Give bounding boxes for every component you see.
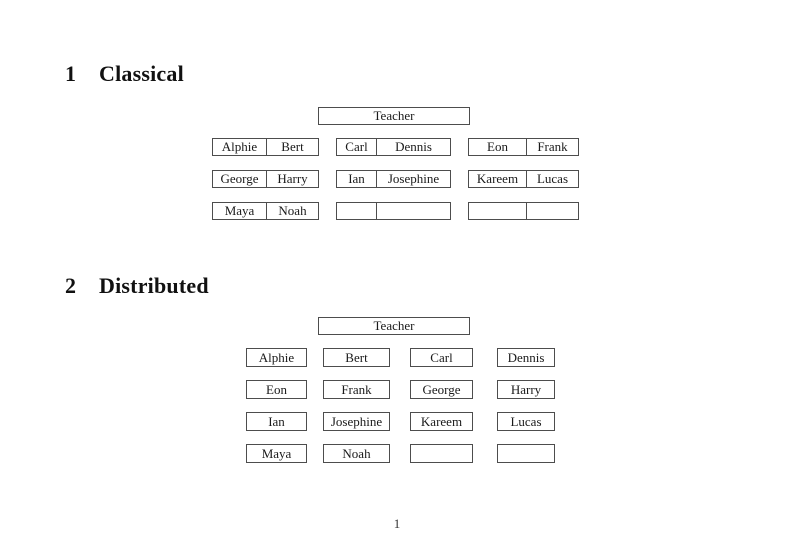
- teacher-label: Teacher: [373, 108, 415, 123]
- student-box-empty: [497, 444, 555, 463]
- desk-seat: George: [220, 171, 259, 186]
- student-box: Eon: [246, 380, 307, 399]
- teacher-box: Teacher: [318, 107, 470, 125]
- desk-seat: Maya: [224, 203, 255, 218]
- desk-seat: Bert: [266, 139, 318, 155]
- desk-seat: Harry: [266, 171, 318, 187]
- desk: Eon Frank: [468, 138, 579, 156]
- student-box: Dennis: [497, 348, 555, 367]
- student-box-empty: [410, 444, 473, 463]
- desk-seat-empty: [376, 203, 450, 219]
- student-box: Carl: [410, 348, 473, 367]
- page-number: 1: [393, 516, 401, 531]
- student-box: Bert: [323, 348, 390, 367]
- section-number: 1: [65, 61, 77, 86]
- desk-seat: Frank: [526, 139, 578, 155]
- desk-seat: Eon: [487, 139, 508, 154]
- student-box: Lucas: [497, 412, 555, 431]
- desk-seat-empty: [469, 203, 526, 219]
- desk: Ian Josephine: [336, 170, 451, 188]
- desk-seat: Alphie: [221, 139, 258, 154]
- desk-seat: Kareem: [476, 171, 519, 186]
- desk: [336, 202, 451, 220]
- desk-seat-empty: [526, 203, 578, 219]
- student-box: Ian: [246, 412, 307, 431]
- student-box: Frank: [323, 380, 390, 399]
- desk: Kareem Lucas: [468, 170, 579, 188]
- desk-seat: Josephine: [376, 171, 450, 187]
- desk-seat: Ian: [348, 171, 365, 186]
- desk: Carl Dennis: [336, 138, 451, 156]
- desk: George Harry: [212, 170, 319, 188]
- student-box: Noah: [323, 444, 390, 463]
- section-heading-distributed: 2 Distributed: [65, 275, 209, 297]
- section-number: 2: [65, 273, 77, 298]
- student-box: Alphie: [246, 348, 307, 367]
- desk-seat: Lucas: [526, 171, 578, 187]
- desk: [468, 202, 579, 220]
- desk: Alphie Bert: [212, 138, 319, 156]
- teacher-label: Teacher: [373, 318, 415, 333]
- desk-seat: Dennis: [376, 139, 450, 155]
- desk-seat: Noah: [266, 203, 318, 219]
- desk-seat: Carl: [345, 139, 368, 154]
- desk: Maya Noah: [212, 202, 319, 220]
- desk-seat-empty: [337, 203, 376, 219]
- student-box: Josephine: [323, 412, 390, 431]
- section-heading-classical: 1 Classical: [65, 63, 184, 85]
- student-box: Maya: [246, 444, 307, 463]
- student-box: Harry: [497, 380, 555, 399]
- student-box: George: [410, 380, 473, 399]
- teacher-box: Teacher: [318, 317, 470, 335]
- section-title: Distributed: [99, 273, 209, 298]
- student-box: Kareem: [410, 412, 473, 431]
- section-title: Classical: [99, 61, 184, 86]
